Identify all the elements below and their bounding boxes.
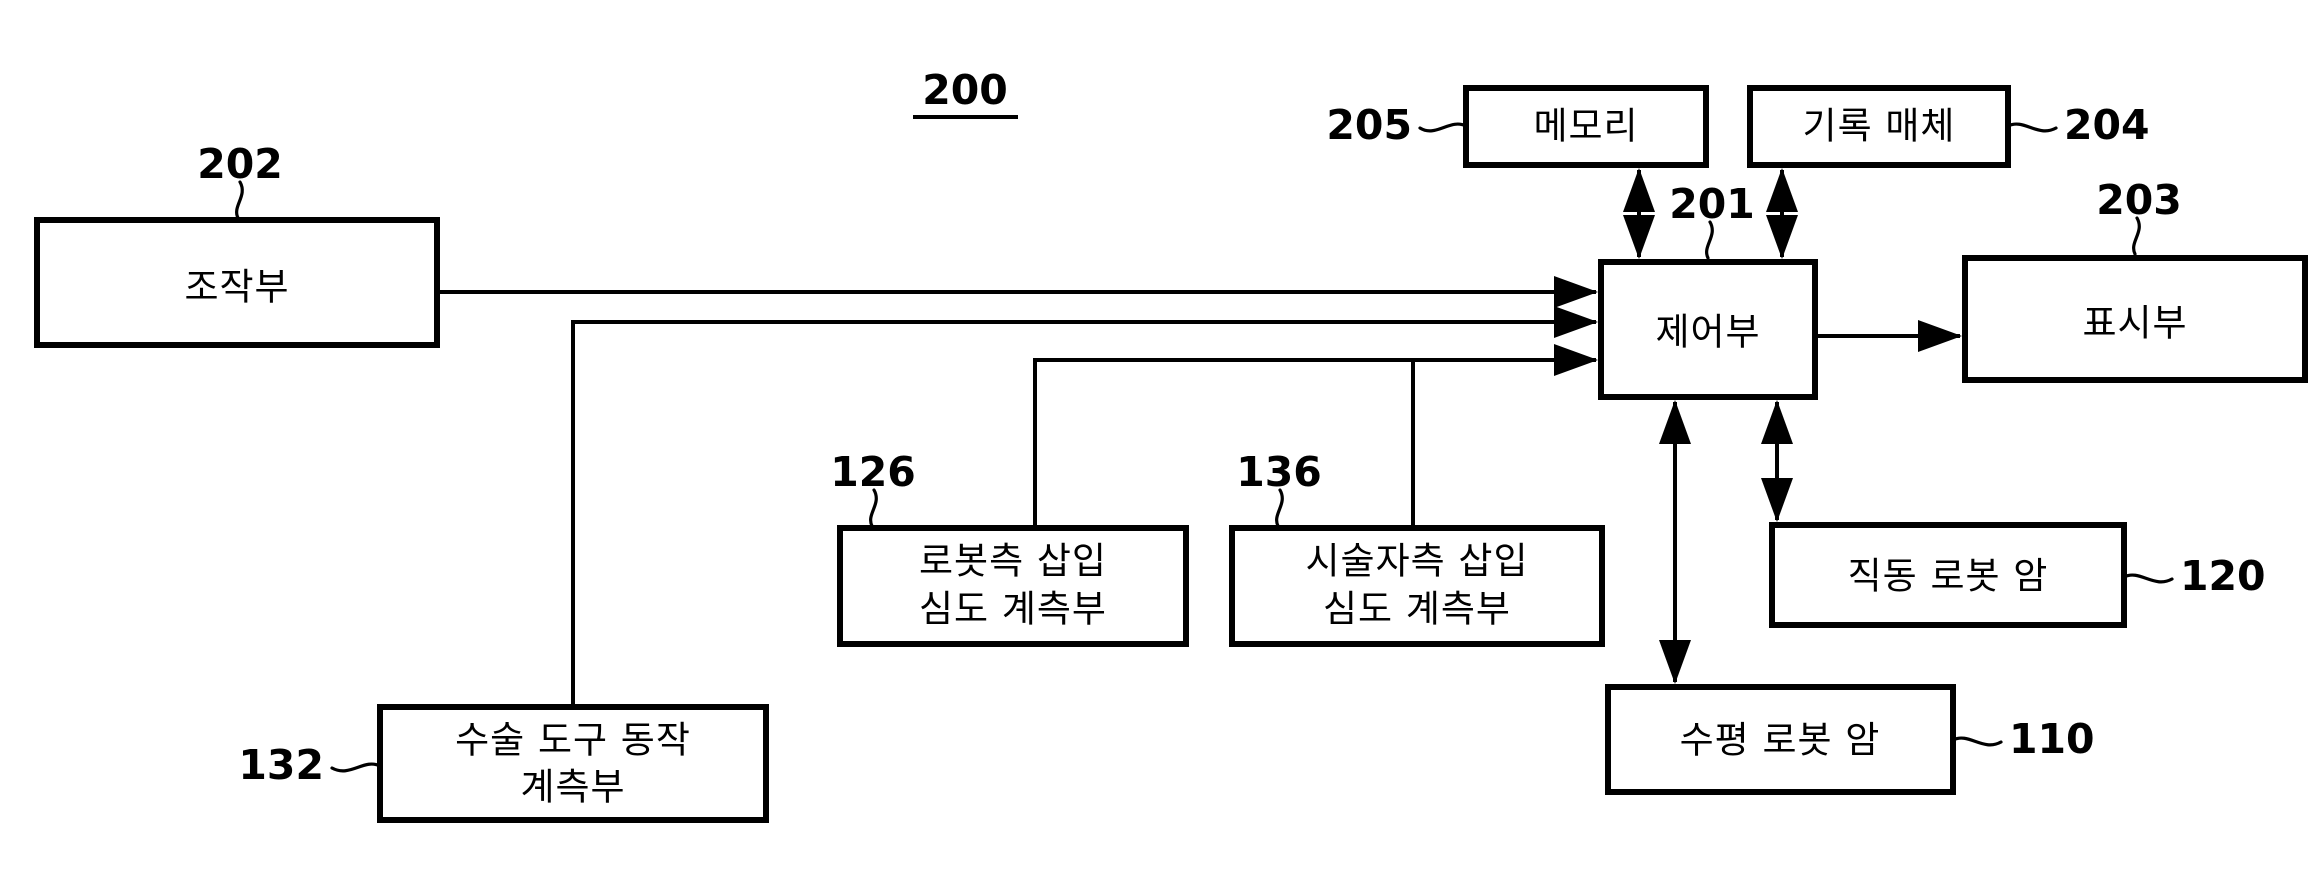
block-robot-side-insertion-depth-label-2: 심도 계측부	[919, 588, 1107, 631]
leader-120	[2122, 573, 2174, 584]
block-horizontal-robot-arm-label: 수평 로봇 암	[1680, 719, 1881, 762]
ref-number-203: 203	[2096, 176, 2182, 224]
leader-136	[1275, 488, 1284, 528]
leader-132	[330, 762, 382, 773]
block-operator-side-insertion-depth-rect	[1229, 525, 1605, 647]
leader-202	[235, 180, 244, 220]
block-operator-side-insertion-depth-label-1: 시술자측 삽입	[1305, 540, 1528, 583]
block-robot-side-insertion-depth-rect	[837, 525, 1189, 647]
block-surgical-tool-motion: 수술 도구 동작 계측부 132	[238, 704, 769, 823]
block-recording-medium-rect	[1747, 85, 2011, 168]
block-operation-unit: 조작부 202	[34, 140, 440, 348]
leader-204	[2006, 122, 2058, 133]
block-control-unit: 제어부 201	[1598, 180, 1818, 400]
leader-203	[2132, 216, 2141, 256]
block-surgical-tool-motion-label-1: 수술 도구 동작	[455, 719, 691, 762]
block-recording-medium-label: 기록 매체	[1803, 105, 1956, 148]
block-robot-side-insertion-depth: 로봇측 삽입 심도 계측부 126	[830, 448, 1189, 647]
leader-201	[1705, 220, 1714, 260]
connection-robot-depth-to-control	[1033, 344, 1598, 528]
leader-110	[1951, 736, 2003, 747]
ref-number-132: 132	[238, 741, 324, 789]
block-operator-side-insertion-depth-label-2: 심도 계측부	[1323, 588, 1511, 631]
block-horizontal-robot-arm-rect	[1605, 684, 1956, 795]
connection-tool-motion-to-control	[571, 306, 1598, 707]
block-operation-unit-label: 조작부	[184, 266, 289, 309]
block-linear-robot-arm-rect	[1769, 522, 2127, 628]
figure-number: 200	[922, 66, 1008, 114]
block-memory-rect	[1463, 85, 1709, 168]
block-operator-side-insertion-depth: 시술자측 삽입 심도 계측부 136	[1229, 448, 1605, 647]
block-memory: 메모리 205	[1326, 85, 1709, 168]
ref-number-205: 205	[1326, 101, 1412, 149]
block-linear-robot-arm: 직동 로봇 암 120	[1769, 522, 2266, 628]
leader-205	[1418, 122, 1468, 133]
block-recording-medium: 기록 매체 204	[1747, 85, 2150, 168]
block-horizontal-robot-arm: 수평 로봇 암 110	[1605, 684, 2095, 795]
block-memory-label: 메모리	[1533, 105, 1638, 148]
ref-number-120: 120	[2180, 552, 2266, 600]
block-robot-side-insertion-depth-label-1: 로봇측 삽입	[919, 540, 1107, 583]
ref-number-126: 126	[830, 448, 916, 496]
block-surgical-tool-motion-label-2: 계측부	[520, 766, 625, 809]
ref-number-204: 204	[2064, 101, 2150, 149]
ref-number-202: 202	[197, 140, 283, 188]
block-operation-unit-rect	[34, 217, 440, 348]
ref-number-201: 201	[1669, 180, 1755, 228]
block-display-unit-label: 표시부	[2082, 302, 2187, 345]
block-display-unit-rect	[1962, 255, 2308, 383]
leader-126	[869, 488, 878, 528]
block-control-unit-rect	[1598, 259, 1818, 400]
ref-number-136: 136	[1236, 448, 1322, 496]
block-linear-robot-arm-label: 직동 로봇 암	[1848, 555, 2049, 598]
figure-number-group: 200	[913, 66, 1018, 119]
block-control-unit-label: 제어부	[1655, 311, 1760, 354]
ref-number-110: 110	[2009, 715, 2095, 763]
block-display-unit: 표시부 203	[1962, 176, 2308, 383]
